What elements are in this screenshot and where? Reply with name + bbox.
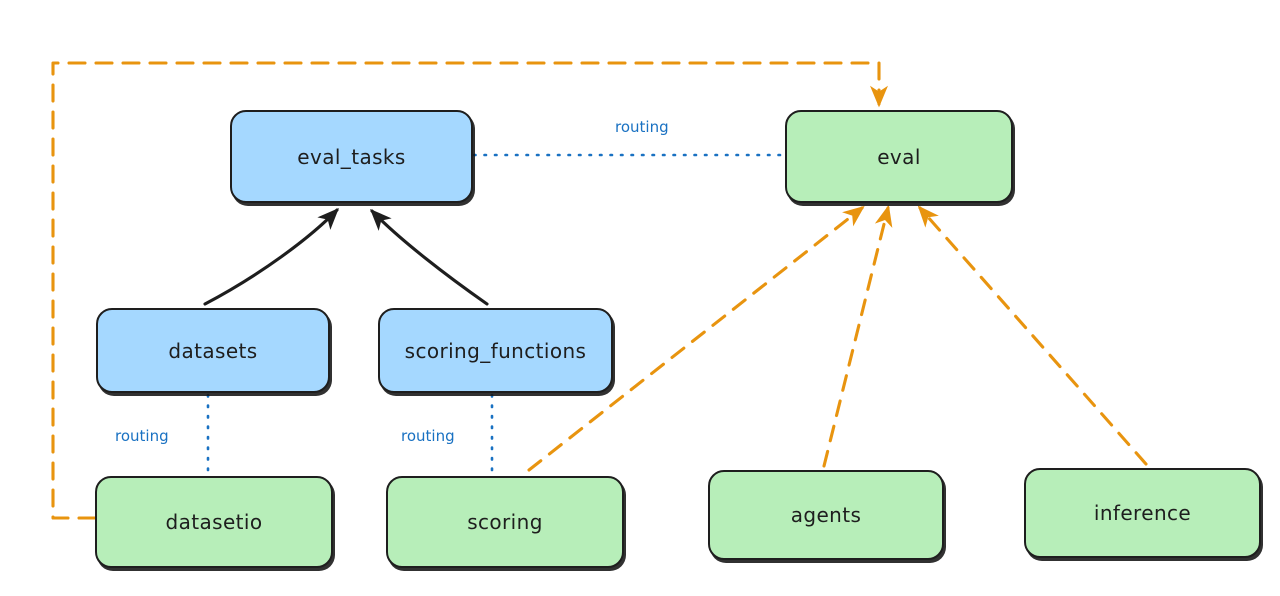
edge-agents-eval — [822, 204, 893, 468]
edge-label-routing-datasets-datasetio: routing — [113, 427, 171, 445]
edge-label-routing-eval_tasks-eval: routing — [613, 118, 671, 136]
node-eval_tasks[interactable]: eval_tasks — [230, 110, 473, 203]
node-agents[interactable]: agents — [708, 470, 944, 560]
node-inference[interactable]: inference — [1024, 468, 1261, 558]
edge-datasets-eval_tasks — [203, 207, 339, 306]
edge-inference-eval — [917, 205, 1148, 466]
node-label-eval: eval — [877, 144, 921, 169]
node-eval[interactable]: eval — [785, 110, 1013, 203]
node-scoring_functions[interactable]: scoring_functions — [378, 308, 613, 393]
node-label-scoring_functions: scoring_functions — [404, 338, 587, 363]
node-label-scoring: scoring — [467, 510, 543, 534]
edge-label-routing-scoring_functions-scoring: routing — [399, 427, 457, 445]
node-scoring[interactable]: scoring — [386, 476, 624, 568]
node-label-agents: agents — [790, 503, 862, 527]
edge-scoring_functions-eval_tasks — [370, 208, 489, 306]
node-label-datasetio: datasetio — [165, 510, 263, 534]
node-label-eval_tasks: eval_tasks — [297, 144, 406, 169]
node-datasetio[interactable]: datasetio — [95, 476, 333, 568]
node-datasets[interactable]: datasets — [96, 308, 330, 393]
node-label-datasets: datasets — [168, 338, 258, 363]
node-label-inference: inference — [1093, 501, 1192, 525]
